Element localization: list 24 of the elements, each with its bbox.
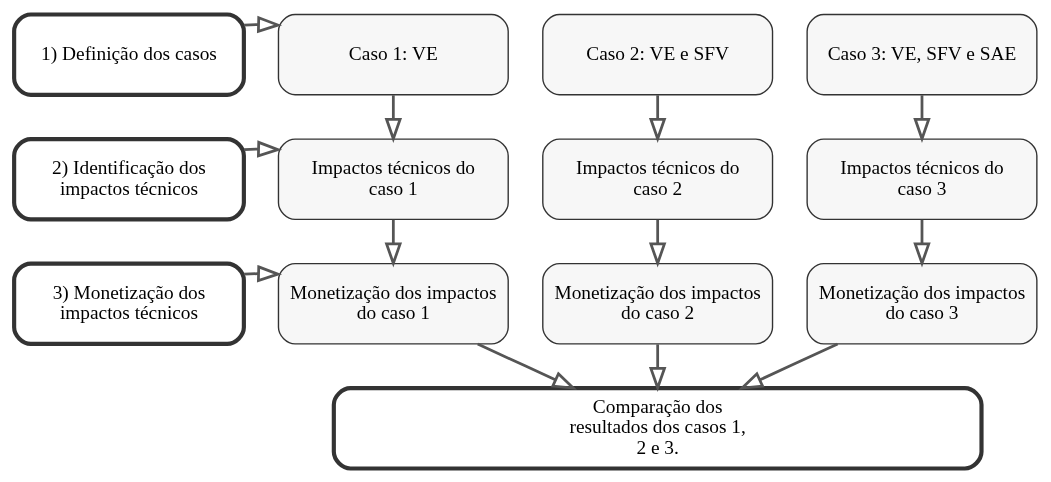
arrow: [384, 94, 403, 143]
arrow: [477, 342, 577, 390]
arrow: [244, 139, 283, 158]
node-box: Comparação dos resultados dos casos 1, 2 e 3.: [331, 385, 984, 471]
node-box: Caso 2: VE e SFV: [542, 13, 774, 95]
node-box: Impactos técnicos do caso 1: [277, 137, 509, 220]
node-box: Monetização dos impactos do caso 3: [806, 262, 1038, 345]
node-box: Caso 1: VE: [277, 13, 509, 95]
node-box: Impactos técnicos do caso 2: [542, 137, 774, 220]
arrow: [913, 219, 931, 267]
arrow: [648, 94, 667, 143]
arrow: [738, 342, 839, 390]
node-box: Monetização dos impactos do caso 2: [542, 262, 774, 345]
node-box: Caso 3: VE, SFV e SAE: [806, 13, 1038, 95]
arrow: [648, 219, 667, 267]
node-box: 3) Monetização dos impactos técnicos: [12, 261, 246, 346]
node-box: 2) Identificação dos impactos técnicos: [12, 136, 246, 221]
arrow: [384, 219, 403, 267]
node-box: Impactos técnicos do caso 3: [806, 137, 1038, 220]
arrow: [648, 343, 667, 392]
node-box: Monetização dos impactos do caso 1: [277, 262, 509, 345]
arrow: [244, 15, 283, 33]
arrow: [913, 94, 931, 143]
node-box: 1) Definição dos casos: [12, 11, 246, 97]
